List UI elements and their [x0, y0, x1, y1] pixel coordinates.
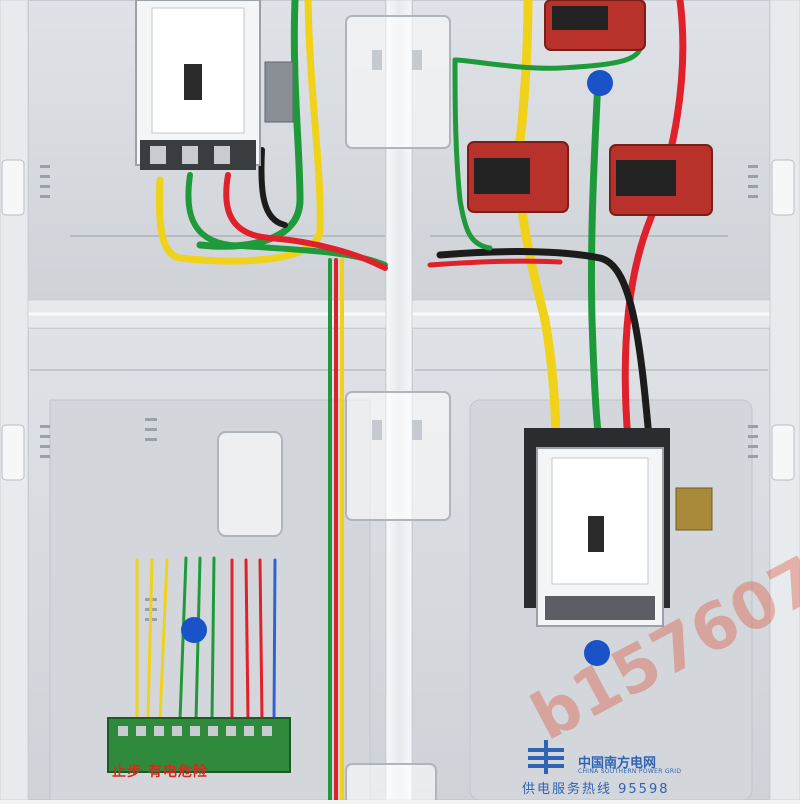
danger-warning-label: 止步 有电危险 — [112, 764, 208, 780]
meter-window — [217, 431, 283, 537]
brand-name-en: CHINA SOUTHERN POWER GRID — [578, 768, 682, 775]
hinges — [1, 159, 795, 481]
service-hotline: 供电服务热线 95598 — [522, 782, 670, 797]
terminal-middle-right — [609, 144, 713, 216]
terminal-middle-left — [467, 141, 569, 213]
right-rail — [769, 0, 800, 801]
blue-markers — [181, 70, 613, 666]
breaker-top-left — [135, 0, 261, 170]
brass-terminal — [675, 487, 713, 531]
wiring — [135, 0, 687, 802]
brand-name: 中国南方电网 — [578, 756, 657, 771]
csg-logo-icon — [528, 740, 564, 774]
left-rail — [0, 0, 29, 801]
terminal-block-green — [107, 717, 291, 773]
neutral-terminal — [264, 61, 294, 123]
terminal-top — [544, 0, 646, 51]
breaker-bottom-right — [524, 428, 670, 627]
